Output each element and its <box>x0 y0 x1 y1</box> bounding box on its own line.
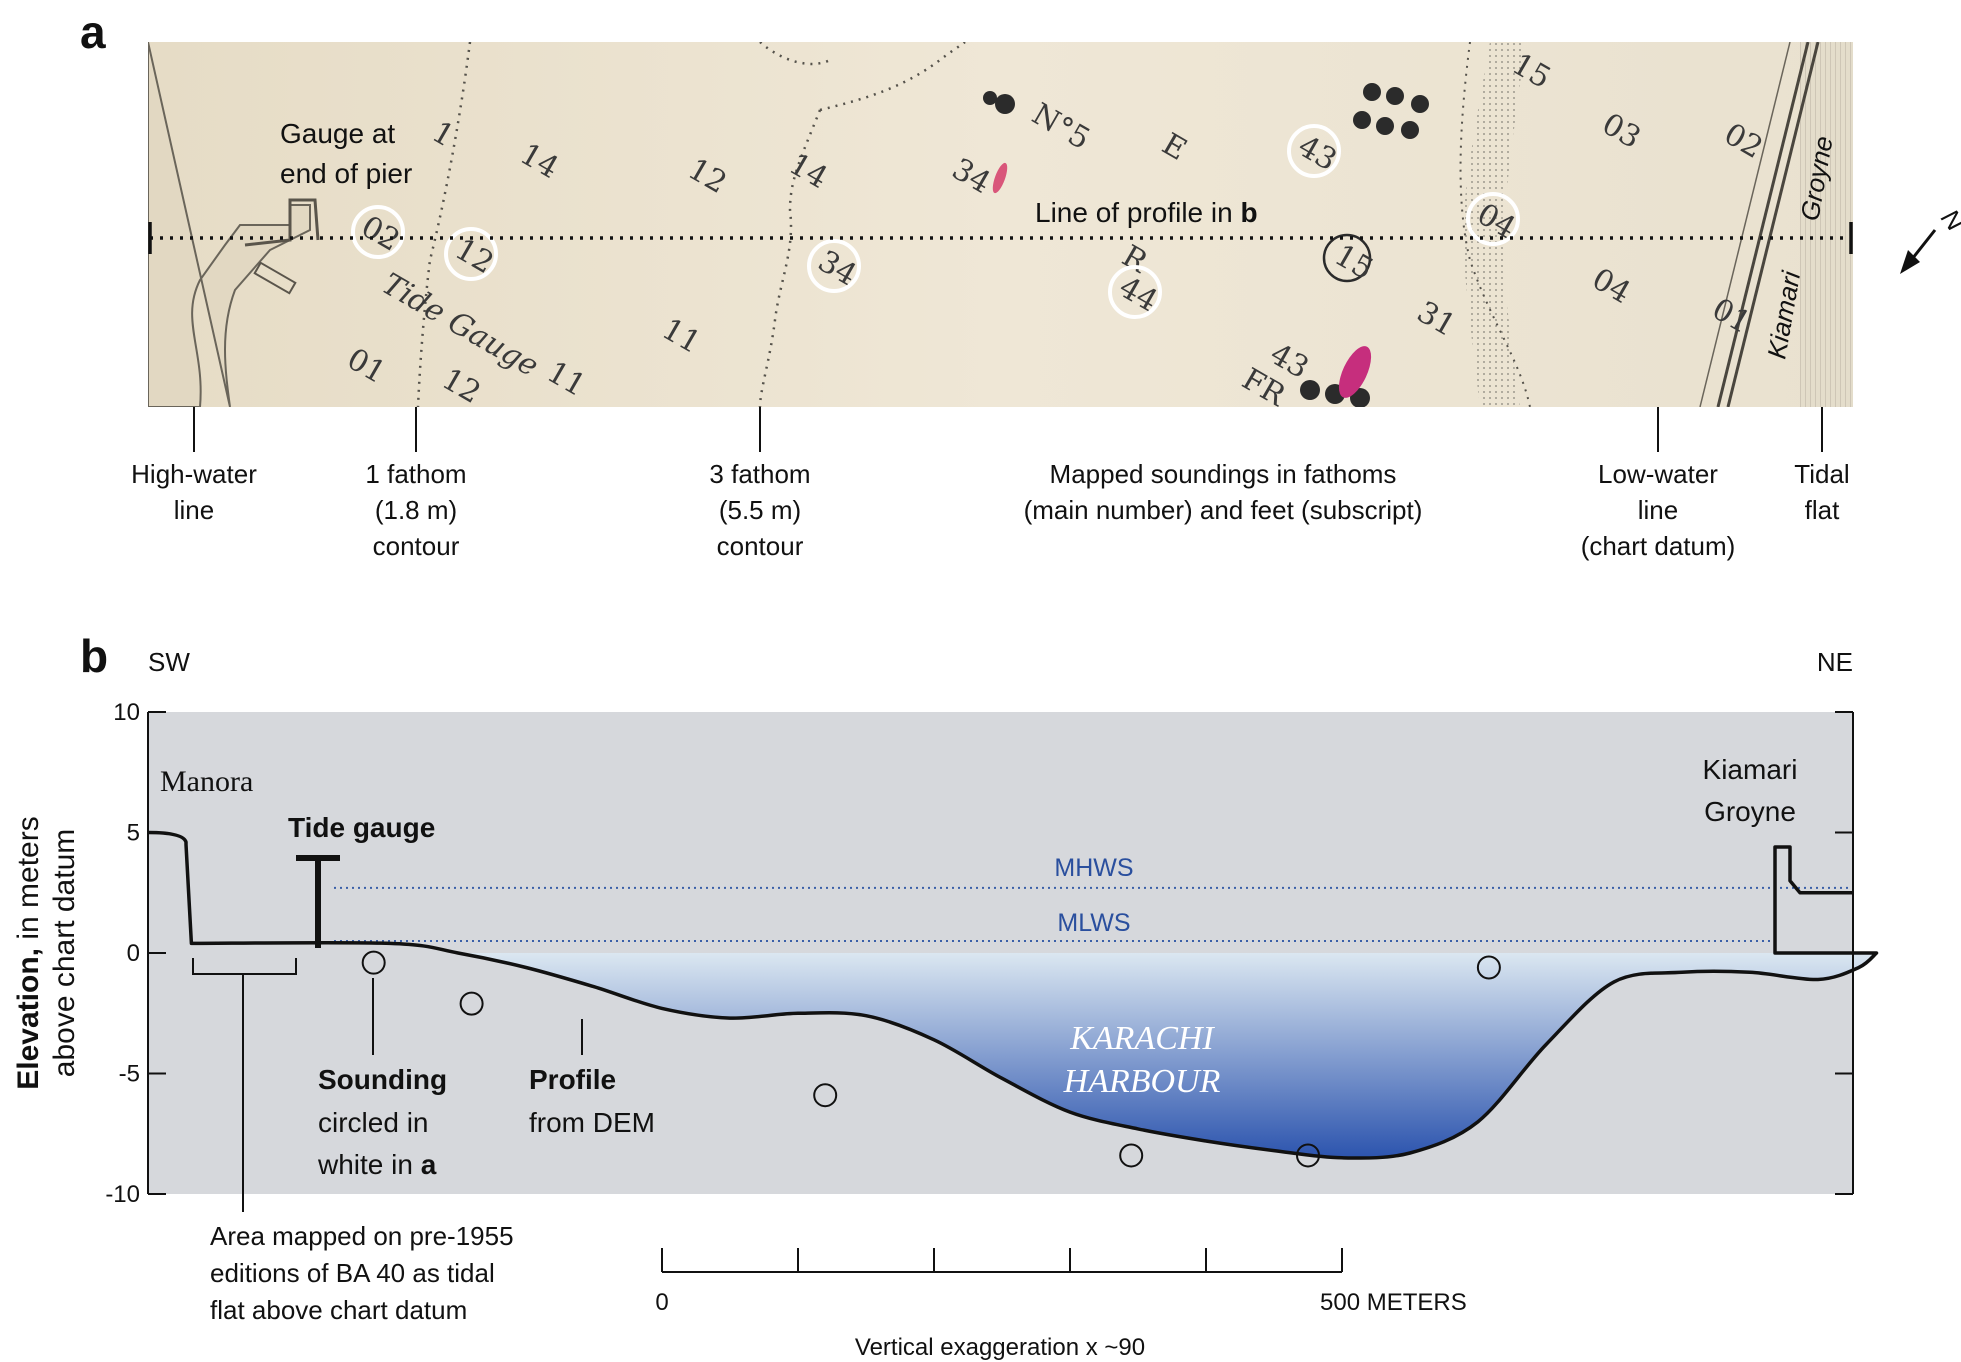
callout-tidal-flat-l1: Tidal <box>1794 459 1849 489</box>
karachi-harbour-water <box>458 953 1877 1159</box>
profile-line-label: Line of profile in b <box>1035 197 1258 228</box>
sounding-marker <box>361 950 386 975</box>
callout-1fathom-l3: contour <box>373 531 460 561</box>
sounding-marker <box>1119 1143 1144 1168</box>
sounding-marker <box>1296 1143 1320 1168</box>
map-pier-box <box>253 261 297 295</box>
direction-sw: SW <box>148 647 190 677</box>
y-axis-title: Elevation, in meters above chart datum <box>12 816 81 1089</box>
sounding-marker <box>459 991 484 1016</box>
kiamari-label-line1: Kiamari <box>1703 754 1798 785</box>
map-red-mark <box>992 162 1008 194</box>
scale-zero-label: 0 <box>655 1289 668 1316</box>
y-title-bold: Elevation, <box>12 948 45 1090</box>
map-low-water-shoal <box>1463 42 1525 407</box>
area-mapped-l2: editions of BA 40 as tidal <box>210 1258 495 1288</box>
map-buoys <box>983 83 1429 407</box>
circled-sounding-marker <box>1108 265 1162 319</box>
y-tick-label: 10 <box>113 699 140 726</box>
sounding-annotation-l2: circled in <box>318 1107 428 1138</box>
sounding-marker <box>813 1083 838 1108</box>
callout-tidal-flat-l2: flat <box>1805 495 1840 525</box>
gauge-label-line2: end of pier <box>280 158 412 189</box>
harbour-label-line1: KARACHI <box>1069 1020 1215 1057</box>
map-groyne-line3 <box>1699 42 1791 407</box>
y-tick-label: -10 <box>105 1181 140 1208</box>
y-tick-label: 5 <box>127 820 140 847</box>
callout-soundings-l1: Mapped soundings in fathoms <box>1050 459 1397 489</box>
vertical-exaggeration-label: Vertical exaggeration x ~90 <box>855 1334 1145 1361</box>
callout-high-water-l2: line <box>174 495 214 525</box>
svg-text:Elevation, in meters: Elevation, in meters <box>12 816 45 1089</box>
kiamari-label-line2: Groyne <box>1704 796 1796 827</box>
profile-chart <box>147 711 1879 1195</box>
callout-low-water-l2: line <box>1638 495 1678 525</box>
panel-b-letter: b <box>80 630 108 682</box>
y-tick-label: 0 <box>127 940 140 967</box>
scale-end-label: 500 METERS <box>1320 1289 1467 1316</box>
callout-3fathom-l2: (5.5 m) <box>719 495 801 525</box>
callout-high-water-l1: High-water <box>131 459 257 489</box>
sounding-markers <box>361 950 1501 1168</box>
profile-line <box>147 830 1879 1160</box>
y-axis <box>147 711 1854 1195</box>
profile-annotation-l2: from DEM <box>529 1107 655 1138</box>
map-contour-top-left <box>759 42 831 66</box>
panel-a-letter: a <box>80 6 106 58</box>
north-arrow: N <box>1900 203 1961 274</box>
sounding-annotation-l3-text: white in <box>317 1149 421 1180</box>
map-groyne-line1 <box>1716 42 1810 407</box>
map-callouts: High-water line 1 fathom (1.8 m) contour… <box>131 459 1850 561</box>
callout-1fathom-l2: (1.8 m) <box>375 495 457 525</box>
map-pier <box>244 198 320 247</box>
gauge-label-line1: Gauge at <box>280 118 395 149</box>
manora-label: Manora <box>160 765 253 798</box>
map-callout-leaders <box>193 407 1823 452</box>
mhws-label: MHWS <box>1054 854 1133 882</box>
map-tidal-flat <box>1800 42 1853 407</box>
y-title-rest: in meters <box>12 816 45 948</box>
area-mapped-bracket <box>192 958 297 1212</box>
tide-gauge-symbol <box>296 855 340 948</box>
callout-low-water-l3: (chart datum) <box>1581 531 1736 561</box>
callout-low-water-l1: Low-water <box>1598 459 1718 489</box>
profile-line-label-bold: b <box>1240 197 1257 228</box>
y-title-line2: above chart datum <box>48 829 81 1077</box>
profile-line-label-prefix: Line of profile in <box>1035 197 1240 228</box>
circled-sounding-marker <box>807 239 861 293</box>
tide-gauge-label: Tide gauge <box>288 812 435 843</box>
callout-soundings-l2: (main number) and feet (subscript) <box>1024 495 1423 525</box>
sounding-marker <box>1476 955 1501 980</box>
callout-3fathom-l1: 3 fathom <box>709 459 810 489</box>
sounding-annotation-l3: white in a <box>317 1149 437 1180</box>
map-magenta-mark <box>1338 346 1372 398</box>
map-contour-3fathom-top <box>819 42 966 112</box>
sounding-annotation-l1: Sounding <box>318 1064 447 1095</box>
profile-annotation-l1: Profile <box>529 1064 616 1095</box>
map-groyne-line2 <box>1726 42 1820 407</box>
circled-sounding-marker <box>1287 124 1341 178</box>
map-circle15 <box>1322 233 1372 283</box>
historic-chart-map: Tide Gauge Kiamari Groyne N°5 E R FR 15 … <box>148 42 1853 407</box>
circled-sounding-marker <box>351 205 405 259</box>
area-mapped-l1: Area mapped on pre-1955 <box>210 1221 514 1251</box>
y-tick-label: -5 <box>119 1061 140 1088</box>
sounding-annotation-l3-bold: a <box>421 1149 437 1180</box>
map-contour-right <box>1459 42 1531 407</box>
north-label: N <box>1935 203 1961 236</box>
direction-ne: NE <box>1817 647 1853 677</box>
circled-sounding-marker <box>444 227 498 281</box>
scale-bar <box>661 1248 1343 1273</box>
callout-1fathom-l1: 1 fathom <box>365 459 466 489</box>
harbour-label-line2: HARBOUR <box>1063 1063 1221 1100</box>
area-mapped-l3: flat above chart datum <box>210 1295 467 1325</box>
circled-sounding-marker <box>1466 192 1520 246</box>
callout-3fathom-l3: contour <box>717 531 804 561</box>
mlws-label: MLWS <box>1057 909 1130 937</box>
